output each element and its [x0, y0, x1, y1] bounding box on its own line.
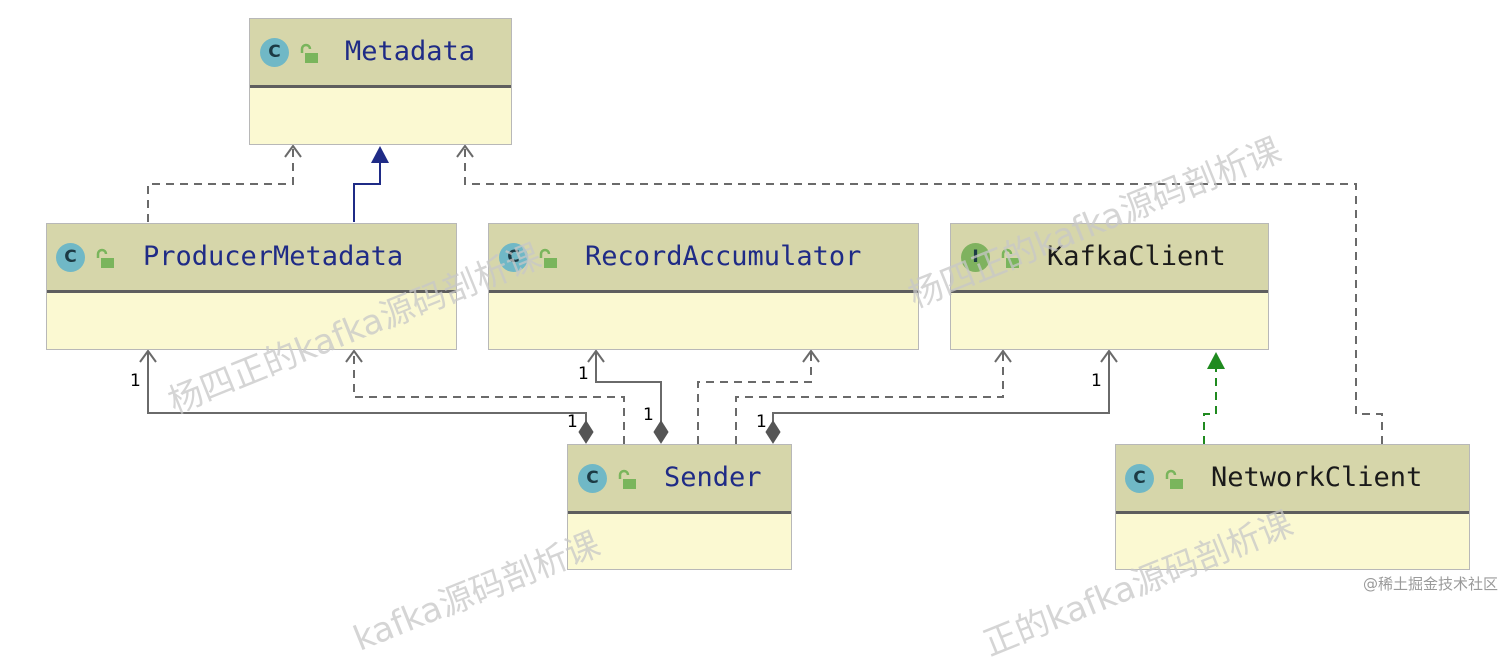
class-icon: C: [56, 243, 85, 272]
class-name: RecordAccumulator: [585, 241, 862, 272]
composition-diamonds: [578, 420, 781, 444]
class-box-record-accumulator[interactable]: C RecordAccumulator: [488, 223, 919, 350]
implementation-network-client-to-kafka-client: [1203, 368, 1217, 444]
class-name: Metadata: [345, 36, 476, 67]
unlock-icon: [300, 43, 318, 63]
class-box-kafka-client[interactable]: I KafkaClient: [950, 223, 1269, 350]
multiplicity-label: 1: [567, 412, 578, 432]
inheritance-producer-metadata-to-metadata: [353, 162, 381, 222]
dependency-sender-to-kafka-client: [735, 352, 1004, 444]
class-header: C Metadata: [250, 19, 511, 88]
class-icon: C: [260, 38, 289, 67]
multiplicity-label: 1: [1091, 371, 1102, 391]
open-arrowheads: [139, 144, 1118, 363]
class-icon: C: [499, 243, 528, 272]
class-header: C NetworkClient: [1116, 445, 1469, 514]
class-name: NetworkClient: [1211, 462, 1423, 493]
multiplicity-label: 1: [578, 364, 589, 384]
implementation-arrowhead: [1207, 352, 1225, 369]
composition-sender-record-accumulator: [595, 352, 662, 428]
unlock-icon: [1001, 248, 1019, 268]
class-box-sender[interactable]: C Sender: [567, 444, 792, 570]
multiplicity-label: 1: [643, 405, 654, 425]
unlock-icon: [96, 248, 114, 268]
multiplicity-label: 1: [130, 371, 141, 391]
composition-sender-kafka-client: [772, 352, 1110, 428]
class-icon: C: [1125, 464, 1154, 493]
class-name: ProducerMetadata: [143, 241, 404, 272]
inheritance-arrowhead: [371, 146, 389, 163]
class-icon: C: [578, 464, 607, 493]
class-header: I KafkaClient: [951, 224, 1268, 293]
dependency-producer-metadata-to-metadata: [147, 147, 294, 222]
class-box-producer-metadata[interactable]: C ProducerMetadata: [46, 223, 457, 350]
class-box-metadata[interactable]: C Metadata: [249, 18, 512, 145]
interface-icon: I: [961, 243, 990, 272]
class-header: C Sender: [568, 445, 791, 514]
dependency-sender-to-producer-metadata: [353, 352, 625, 444]
unlock-icon: [618, 469, 636, 489]
site-credit: @稀土掘金技术社区: [1362, 575, 1498, 593]
class-header: C ProducerMetadata: [47, 224, 456, 293]
unlock-icon: [1165, 469, 1183, 489]
class-name: Sender: [664, 462, 762, 493]
class-box-network-client[interactable]: C NetworkClient: [1115, 444, 1470, 570]
dependency-network-client-to-metadata: [464, 147, 1383, 444]
dependency-sender-to-record-accumulator: [697, 352, 812, 444]
unlock-icon: [539, 248, 557, 268]
multiplicity-label: 1: [756, 412, 767, 432]
class-name: KafkaClient: [1047, 241, 1226, 272]
relationship-connectors: [139, 144, 1383, 444]
class-header: C RecordAccumulator: [489, 224, 918, 293]
